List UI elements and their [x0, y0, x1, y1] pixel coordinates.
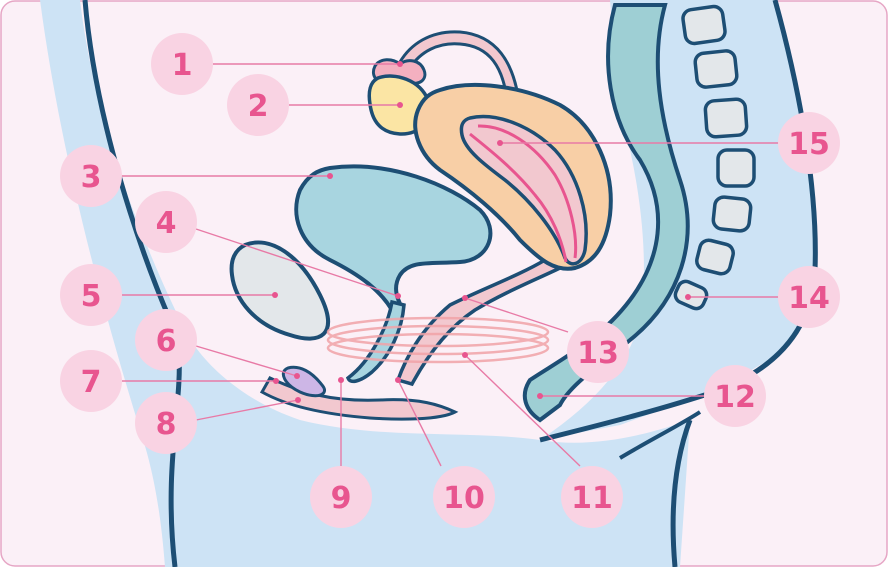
vertebra	[694, 50, 737, 88]
label-number: 6	[156, 324, 177, 359]
dot-15	[497, 140, 503, 146]
label-number: 2	[248, 89, 269, 124]
label-1: 1	[151, 33, 213, 95]
dot-11	[462, 352, 468, 358]
dot-1	[397, 61, 403, 67]
vertebra	[695, 238, 735, 275]
label-number: 11	[571, 481, 613, 516]
label-5: 5	[60, 264, 122, 326]
label-13: 13	[567, 321, 629, 383]
label-number: 15	[788, 127, 830, 162]
label-4: 4	[135, 191, 197, 253]
label-10: 10	[433, 466, 495, 528]
label-number: 1	[172, 48, 193, 83]
label-8: 8	[135, 392, 197, 454]
label-number: 4	[156, 206, 177, 241]
dot-12	[537, 393, 543, 399]
label-number: 9	[331, 481, 352, 516]
label-12: 12	[704, 365, 766, 427]
dot-10	[395, 377, 401, 383]
dot-4	[395, 293, 401, 299]
dot-9	[338, 377, 344, 383]
dot-13	[462, 295, 468, 301]
label-number: 13	[577, 336, 619, 371]
label-9: 9	[310, 466, 372, 528]
vertebra	[682, 5, 726, 44]
label-15: 15	[778, 112, 840, 174]
label-2: 2	[227, 74, 289, 136]
label-6: 6	[135, 309, 197, 371]
label-7: 7	[60, 350, 122, 412]
vertebra	[712, 196, 751, 232]
dot-6	[294, 373, 300, 379]
label-14: 14	[778, 266, 840, 328]
dot-8	[295, 397, 301, 403]
label-3: 3	[60, 145, 122, 207]
label-number: 7	[81, 365, 102, 400]
dot-5	[272, 292, 278, 298]
dot-14	[685, 294, 691, 300]
label-number: 8	[156, 407, 177, 442]
label-number: 12	[714, 380, 756, 415]
vertebra	[718, 150, 754, 186]
dot-7	[273, 378, 279, 384]
dot-2	[397, 102, 403, 108]
label-number: 10	[443, 481, 485, 516]
label-11: 11	[561, 466, 623, 528]
label-number: 3	[81, 160, 102, 195]
dot-3	[327, 173, 333, 179]
label-number: 5	[81, 279, 102, 314]
label-number: 14	[788, 281, 830, 316]
vertebra	[705, 99, 747, 138]
